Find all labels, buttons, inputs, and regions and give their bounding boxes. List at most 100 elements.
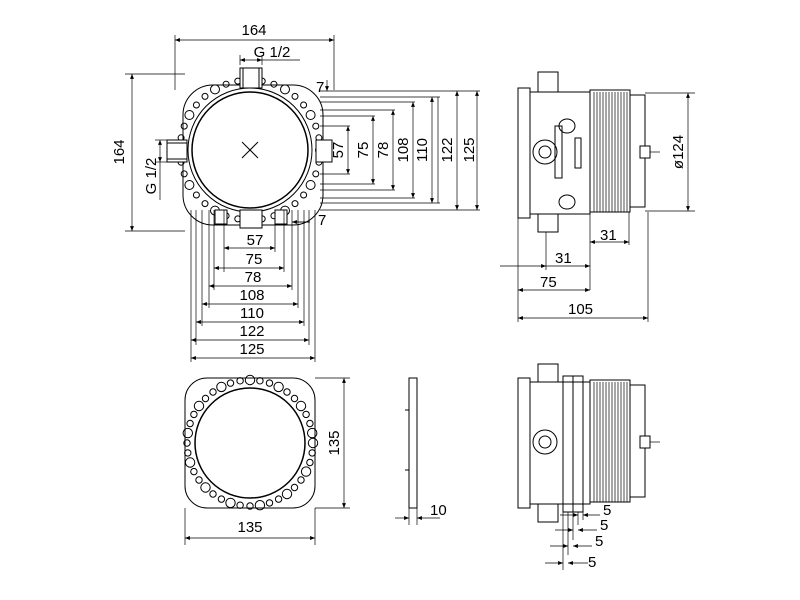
rim-hole bbox=[306, 458, 314, 467]
rim-hole bbox=[300, 101, 308, 109]
dim-110-bottom: 110 bbox=[240, 305, 264, 322]
rim-hole bbox=[184, 180, 195, 190]
rim-hole bbox=[226, 379, 235, 387]
dim-78-right: 78 bbox=[375, 142, 392, 159]
rim-hole bbox=[291, 200, 299, 208]
rim-hole bbox=[270, 80, 278, 88]
dim-5-d: 5 bbox=[588, 554, 596, 571]
dim-135-right: 135 bbox=[326, 430, 343, 455]
rim-hole bbox=[183, 439, 191, 447]
rim-hole bbox=[305, 180, 316, 190]
plate-holes bbox=[182, 374, 319, 511]
dim-g12-top: G 1/2 bbox=[254, 44, 291, 61]
dim-122-bottom: 122 bbox=[239, 323, 264, 340]
rim-hole bbox=[290, 483, 299, 492]
side2-ribs bbox=[593, 382, 628, 502]
dim-75-side: 75 bbox=[540, 274, 557, 291]
dim-78-bottom: 78 bbox=[245, 269, 262, 286]
side-dims: ø124 31 31 75 105 bbox=[500, 92, 695, 322]
dim-135-bottom: 135 bbox=[237, 519, 262, 536]
rim-hole bbox=[190, 410, 198, 419]
dim-57-right: 57 bbox=[330, 142, 347, 159]
side-with-plate-dims: 5 5 5 5 bbox=[545, 502, 611, 571]
rim-hole bbox=[192, 101, 200, 109]
front-dim-right: 7 57 75 78 108 110 122 125 bbox=[316, 79, 480, 211]
rim-hole bbox=[195, 476, 203, 484]
rim-hole bbox=[256, 377, 264, 385]
dim-7-right: 7 bbox=[316, 79, 324, 96]
rim-hole bbox=[265, 499, 274, 507]
rim-hole bbox=[246, 502, 254, 510]
dim-125-right: 125 bbox=[461, 137, 478, 162]
rim-hole bbox=[182, 427, 194, 439]
rim-hole bbox=[300, 466, 312, 477]
side-ribs bbox=[593, 92, 628, 212]
dim-dia-124: ø124 bbox=[670, 135, 687, 169]
front-dim-bottom: 7 57 75 78 108 110 122 125 bbox=[190, 210, 326, 362]
rim-hole bbox=[184, 457, 196, 468]
rim-hole bbox=[300, 191, 308, 199]
rim-hole bbox=[283, 388, 291, 396]
rim-hole bbox=[308, 449, 316, 457]
rim-hole bbox=[244, 374, 256, 386]
dim-5-a: 5 bbox=[603, 502, 611, 519]
plate-edge-dims: 10 bbox=[395, 502, 447, 525]
front-view: 164 G 1/2 164 G 1/2 bbox=[111, 22, 480, 362]
rim-hole bbox=[307, 427, 318, 439]
plate-edge-view: 10 bbox=[395, 377, 447, 525]
dim-5-c: 5 bbox=[595, 533, 603, 550]
dim-122-right: 122 bbox=[439, 137, 456, 162]
rim-hole bbox=[254, 500, 266, 511]
rim-hole bbox=[209, 490, 217, 498]
rim-hole bbox=[201, 394, 210, 403]
rim-hole bbox=[273, 381, 284, 393]
dim-108-right: 108 bbox=[395, 137, 412, 162]
dim-164-left: 164 bbox=[111, 139, 128, 164]
dim-g12-left: G 1/2 bbox=[143, 158, 160, 195]
dim-31-lower: 31 bbox=[555, 250, 572, 267]
rim-hole bbox=[201, 200, 209, 208]
dim-10-edge: 10 bbox=[430, 502, 447, 519]
rim-hole bbox=[295, 400, 307, 412]
front-dim-top: 164 G 1/2 bbox=[174, 22, 335, 90]
rim-hole bbox=[274, 495, 283, 503]
dim-75-bottom: 75 bbox=[246, 251, 263, 268]
rim-hole bbox=[190, 467, 198, 476]
plate-dims: 135 135 bbox=[184, 377, 350, 545]
rim-hole bbox=[200, 482, 211, 493]
rim-hole bbox=[184, 449, 192, 457]
rim-hole bbox=[192, 191, 200, 199]
front-housing bbox=[166, 67, 333, 229]
rim-hole bbox=[291, 92, 299, 100]
rim-hole bbox=[217, 495, 226, 503]
dim-108-bottom: 108 bbox=[239, 287, 264, 304]
plate-view: 135 135 bbox=[182, 374, 350, 545]
rim-hole bbox=[312, 122, 320, 130]
side-view: ø124 31 31 75 105 bbox=[500, 71, 695, 322]
rim-hole bbox=[290, 394, 299, 403]
side-with-plate-view: 5 5 5 5 bbox=[517, 363, 660, 571]
dim-75-right: 75 bbox=[355, 142, 372, 159]
rim-hole bbox=[216, 381, 227, 393]
rim-hole bbox=[297, 476, 305, 484]
rim-hole bbox=[281, 488, 293, 500]
rim-hole bbox=[265, 379, 274, 387]
dim-57-bottom: 57 bbox=[247, 232, 264, 249]
front-dim-left: 164 G 1/2 bbox=[111, 73, 185, 232]
rim-hole bbox=[180, 122, 188, 130]
rim-hole bbox=[302, 410, 310, 419]
rim-hole bbox=[236, 377, 244, 385]
dim-105-side: 105 bbox=[568, 301, 593, 318]
rim-hole bbox=[222, 80, 230, 88]
rim-hole bbox=[225, 497, 236, 509]
rim-hole bbox=[305, 110, 316, 120]
rim-hole bbox=[307, 437, 319, 449]
dim-7-bottom: 7 bbox=[318, 212, 326, 229]
rim-hole bbox=[280, 84, 290, 95]
dim-5-b: 5 bbox=[600, 517, 608, 534]
rim-hole bbox=[180, 170, 188, 178]
dim-31-upper: 31 bbox=[600, 227, 617, 244]
rim-hole bbox=[186, 419, 194, 428]
rim-hole bbox=[209, 388, 217, 396]
